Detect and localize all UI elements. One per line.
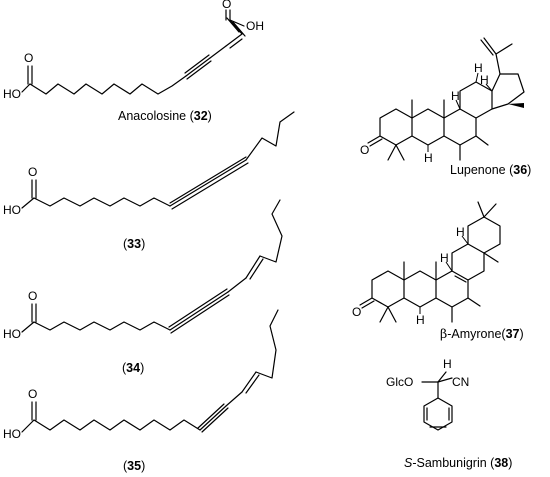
atom-label: H (480, 73, 489, 87)
atom-label: H (424, 151, 433, 165)
structure-33: O HO (3, 111, 295, 217)
atom-label: GlcO (386, 375, 413, 389)
caption-32: Anacolosine (32) (118, 109, 212, 123)
atom-label: H (416, 313, 425, 327)
atom-label: HO (3, 87, 21, 101)
atom-label: H (451, 89, 460, 103)
structure-37: O H H H (352, 201, 501, 327)
atom-label: HO (3, 203, 21, 217)
atom-label: O (352, 305, 361, 319)
atom-label: H (456, 225, 465, 239)
caption-38: S-Sambunigrin (38) (404, 456, 512, 470)
atom-label: O (24, 51, 33, 65)
caption-36: Lupenone (36) (450, 163, 531, 177)
atom-label: H (440, 251, 449, 265)
atom-label: O (28, 387, 37, 401)
caption-34: (34) (122, 361, 144, 375)
atom-label: O (222, 0, 231, 11)
structure-34: O HO (3, 199, 283, 341)
caption-33: (33) (123, 237, 145, 251)
atom-label: O (28, 289, 37, 303)
atom-label: OH (246, 19, 264, 33)
atom-label: CN (452, 375, 469, 389)
atom-label: O (360, 143, 369, 157)
caption-37: β-Amyrone(37) (440, 326, 524, 341)
atom-label: H (443, 357, 452, 371)
structure-32: O HO O OH (3, 0, 264, 101)
atom-label: HO (3, 327, 21, 341)
atom-label: HO (3, 427, 21, 441)
structure-35: O HO (3, 309, 279, 441)
structure-36: O H H H H (360, 37, 525, 165)
caption-35: (35) (123, 459, 145, 473)
atom-label: O (28, 165, 37, 179)
structure-38: GlcO H CN (386, 357, 469, 431)
atom-label: H (474, 61, 483, 75)
